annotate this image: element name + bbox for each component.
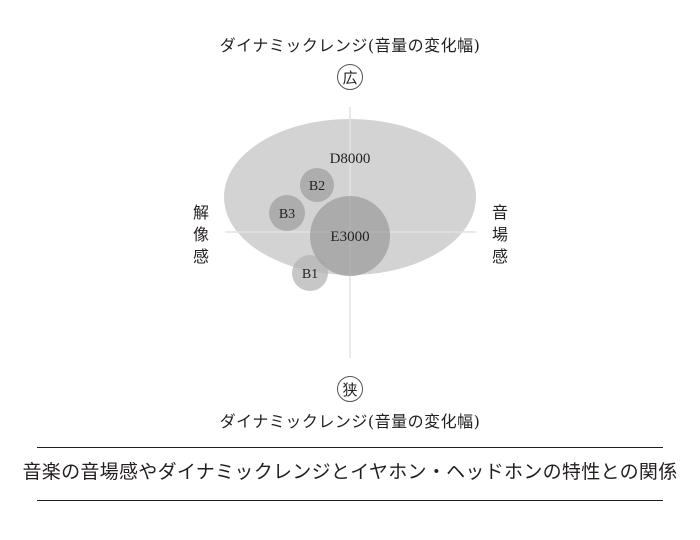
e3000-label: E3000 <box>330 229 369 245</box>
wide-badge-icon: 広 <box>337 64 363 90</box>
soundstage-label: 音 場 感 <box>491 203 508 266</box>
b2-label: B2 <box>309 179 325 194</box>
figure-caption: 音楽の音場感やダイナミックレンジとイヤホン・ヘッドホンの特性との関係 <box>22 461 678 483</box>
caption-bottom-rule <box>37 500 663 501</box>
resolution-label: 解 像 感 <box>192 203 209 266</box>
narrow-badge-icon: 狭 <box>337 376 363 402</box>
b2-circle <box>300 168 334 202</box>
b3-label: B3 <box>279 207 295 222</box>
b1-circle <box>292 255 328 291</box>
bottom-axis-title: ダイナミックレンジ(音量の変化幅) <box>219 412 481 431</box>
caption-top-rule <box>37 447 663 448</box>
top-axis-title: ダイナミックレンジ(音量の変化幅) <box>219 36 481 55</box>
b3-circle <box>269 195 305 231</box>
b1-label: B1 <box>302 267 318 282</box>
d8000-label: D8000 <box>330 151 371 167</box>
